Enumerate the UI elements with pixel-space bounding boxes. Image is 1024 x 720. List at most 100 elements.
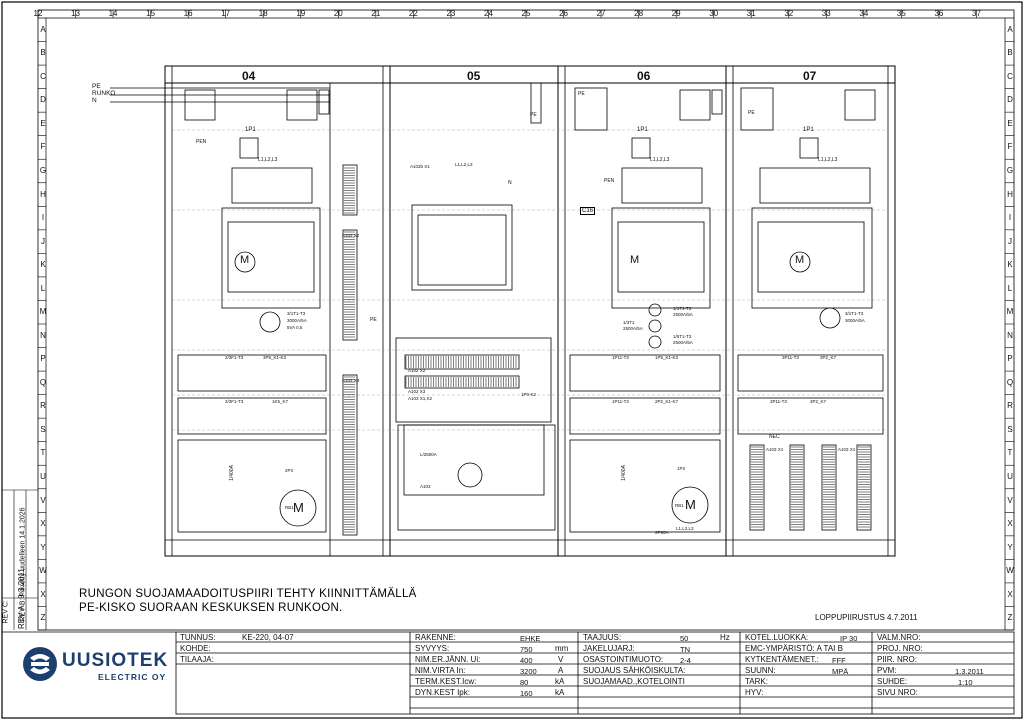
grid-row-label: K xyxy=(40,260,46,270)
grid-row-label: V xyxy=(40,495,46,505)
s05-f: A103 xyxy=(420,484,431,489)
grid-row-label: X xyxy=(1007,589,1013,599)
s07-x2: A103 X1 xyxy=(838,447,856,452)
grid-row-label: I xyxy=(41,213,45,223)
s06-rb: RB1 xyxy=(675,503,684,508)
grid-column-label: 17 xyxy=(221,9,231,18)
grid-row-label: S xyxy=(40,424,46,434)
s04-l123: L1,L2,L3 xyxy=(258,157,278,163)
nimvirta-unit: A xyxy=(558,666,564,675)
grid-row-label: N xyxy=(1007,330,1013,340)
suunn-value: MPÄ xyxy=(832,667,849,676)
section-06-label: 06 xyxy=(637,69,651,83)
grid-row-label: Y xyxy=(1007,542,1013,552)
suhde-value: 1:10 xyxy=(958,678,973,687)
kotel-value: IP 30 xyxy=(840,634,858,643)
grid-row-label: W xyxy=(1006,566,1014,576)
grid-row-label: H xyxy=(1007,189,1013,199)
grid-column-label: 29 xyxy=(671,9,681,18)
s07-x1: A103 X1 xyxy=(766,447,784,452)
grid-column-label: 32 xyxy=(784,9,794,18)
rev-c-label: REV C: xyxy=(2,600,10,624)
section-04-label: 04 xyxy=(242,69,256,83)
s06-ct2-rating: 2500A/5A xyxy=(623,326,643,331)
s06-ct2: 1/3T1 xyxy=(623,320,635,325)
breaker-07 xyxy=(737,87,884,531)
kohde-label: KOHDE: xyxy=(180,644,211,653)
s05-top: A102b X1 xyxy=(410,164,430,169)
grid-row-label: Q xyxy=(1006,377,1014,387)
grid-row-label: H xyxy=(40,189,46,199)
grid-row-label: E xyxy=(40,118,46,128)
osastointi-label: OSASTOINTIMUOTO: xyxy=(583,655,664,664)
s06-ct3-rating: 2500A/5A xyxy=(673,340,693,345)
s06-transformer: 1/400A xyxy=(620,465,627,481)
grid-row-label: B xyxy=(40,48,46,58)
s04-motor: M xyxy=(240,254,250,266)
grid-row-label: U xyxy=(1007,472,1013,481)
dynkest-unit: kA xyxy=(555,688,565,697)
grid-row-label: Z xyxy=(1007,613,1013,623)
grid-column-label: 24 xyxy=(484,9,493,18)
grid-column-label: 14 xyxy=(108,9,118,18)
s07-contactor-2: 3P2_K7 xyxy=(810,399,827,404)
grid-column-label: 13 xyxy=(71,9,80,18)
osastointi-value: 2-4 xyxy=(680,656,691,665)
grid-column-label: 30 xyxy=(709,9,719,18)
nimjann-value: 400 xyxy=(520,656,533,665)
section-05-label: 05 xyxy=(467,69,481,83)
logo-name: UUSIOTEK xyxy=(62,650,169,671)
grid-row-label: N xyxy=(40,330,46,340)
grid-row-label: D xyxy=(1007,95,1013,105)
uusiotek-logo-icon xyxy=(23,647,57,681)
s07-motor: M xyxy=(795,254,805,266)
s04-contactor-1: 3P5_K1-K3 xyxy=(263,355,287,360)
taajuus-label: TAAJUUS: xyxy=(583,633,622,642)
suunn-label: SUUNN: xyxy=(745,666,776,675)
s06-ct1-rating: 2500A/5A xyxy=(673,312,693,317)
s07-l123: L1,L2,L3 xyxy=(818,157,838,163)
rev-b-label: REV B: xyxy=(19,598,27,622)
grid-row-label: L xyxy=(1007,283,1013,293)
s07-nec: NEC xyxy=(769,434,780,440)
s04-ct-class: 5VA 0,5 xyxy=(287,325,303,330)
grid-row-label: P xyxy=(1007,354,1013,364)
grid-row-label: R xyxy=(1007,401,1013,411)
s06-p: 1P3 xyxy=(677,466,686,471)
grid-column-label: 34 xyxy=(859,9,869,18)
nimvirta-label: NIM.VIRTA In: xyxy=(415,666,466,675)
s07-pe: PE xyxy=(748,110,755,116)
s05-e: L/2500A xyxy=(420,452,437,457)
breaker-04 xyxy=(177,89,330,533)
grid-row-label: J xyxy=(41,236,45,246)
kytkent-value: FFF xyxy=(832,656,846,665)
grid-row-label: R xyxy=(40,401,46,411)
syvyys-unit: mm xyxy=(555,644,569,653)
kytkent-label: KYTKENTÄMENET.: xyxy=(745,655,819,664)
s04-ct: 3/1T1-T3 xyxy=(287,311,306,316)
grid-row-label: S xyxy=(1007,424,1013,434)
suojaus-label: SUOJAUS SÄHKÖISKULTA: xyxy=(583,666,686,675)
note-line-1: RUNGON SUOJAMAADOITUSPIIRI TEHTY KIINNIT… xyxy=(79,588,417,600)
taajuus-unit: Hz xyxy=(720,633,730,642)
s04-relay-2: 2/3F1-T3 xyxy=(225,399,244,404)
s05-n: N xyxy=(508,180,512,186)
revision-c: REV C: xyxy=(2,584,10,624)
s04-rb: RB1 xyxy=(285,505,294,510)
grid-row-label: J xyxy=(1008,236,1012,246)
grid-row-label: A xyxy=(1007,24,1013,34)
emc-label: EMC-YMPÄRISTÖ: A TAI B xyxy=(745,644,843,653)
s07-contactor-1: 3P2_K7 xyxy=(820,355,837,360)
grid-column-label: 35 xyxy=(896,9,906,18)
grid-column-label: 25 xyxy=(521,9,531,18)
bus-n-label: N xyxy=(92,97,97,104)
grid-row-label: V xyxy=(1007,495,1013,505)
section-07-label: 07 xyxy=(803,69,817,83)
grid-column-label: 26 xyxy=(559,9,568,18)
s06-relay-1: 1P11-T3 xyxy=(612,355,629,360)
s05-pe: PE xyxy=(370,317,377,323)
note-line-2: PE-KISKO SUORAAN KESKUKSEN RUNKOON. xyxy=(79,602,343,614)
s04-pen: PEN xyxy=(196,139,207,145)
s06-motor-2: M xyxy=(685,497,696,512)
